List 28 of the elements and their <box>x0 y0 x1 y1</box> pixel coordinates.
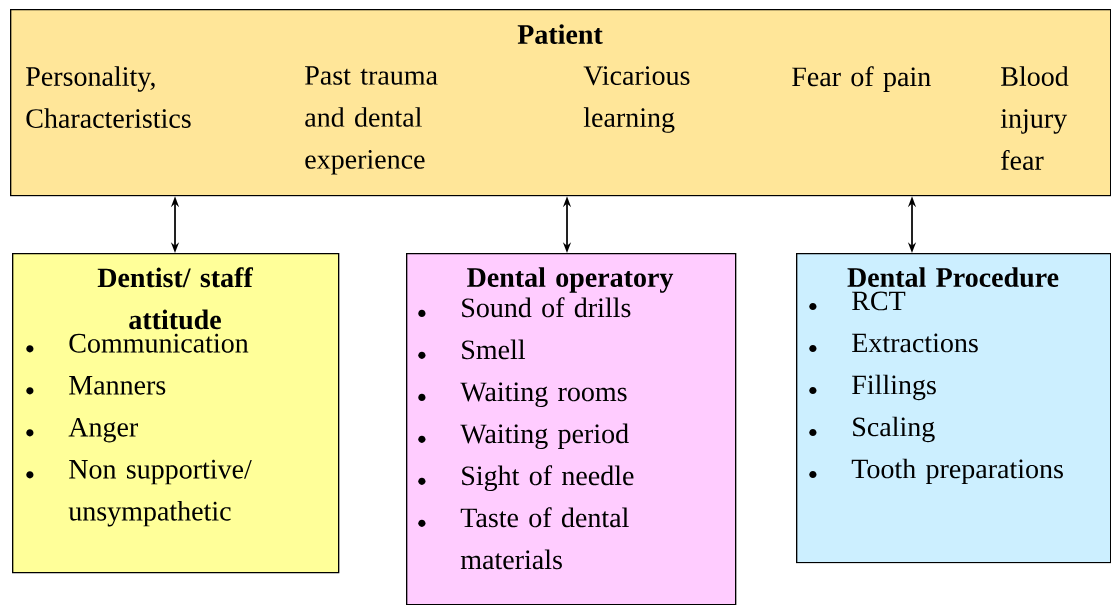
factor-text: Blood injury fear <box>1000 66 1069 170</box>
list-item: Taste of dental materials <box>460 507 629 570</box>
factor-box <box>796 253 1111 564</box>
factor-text: Past trauma and dental experience <box>305 66 438 175</box>
factor-text: Vicarious learning <box>583 66 690 133</box>
list-item: Communication <box>69 333 249 353</box>
factor-box <box>12 253 340 574</box>
factor-text: Personality, Characteristics <box>26 66 191 128</box>
list-item: Scaling <box>853 416 935 443</box>
box-heading: Dental operatory <box>467 267 674 293</box>
list-item: Tooth preparations <box>851 458 1063 485</box>
list-item: Waiting period <box>460 423 629 449</box>
list-item: Smell <box>462 339 526 360</box>
list-item: Anger <box>68 417 138 443</box>
box-heading: Dental Procedure <box>847 267 1059 287</box>
list-item: Non supportive/ unsympathetic <box>68 459 252 527</box>
factor-box <box>406 253 737 605</box>
list-item: Extractions <box>852 333 978 353</box>
list-item: RCT <box>852 291 906 311</box>
list-item: Waiting rooms <box>460 382 627 407</box>
box-heading: Dentist/ staff attitude <box>97 267 254 330</box>
list-item: Manners <box>69 376 166 395</box>
factor-text: Fear of pain <box>792 66 931 92</box>
factor-box <box>10 9 1111 197</box>
box-heading: Patient <box>517 24 603 44</box>
list-item: Sight of needle <box>462 465 634 491</box>
list-item: Fillings <box>852 374 936 401</box>
list-item: Sound of drills <box>462 297 631 318</box>
